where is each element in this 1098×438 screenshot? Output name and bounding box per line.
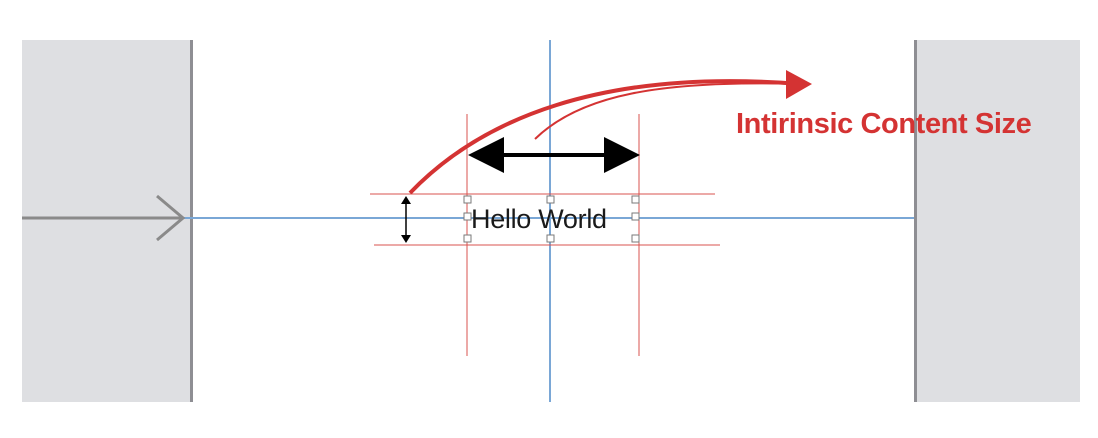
curve-arrow-inner	[534, 82, 801, 140]
hello-world-label[interactable]: Hello World	[471, 204, 607, 234]
curve-arrow-outer	[408, 79, 801, 195]
intrinsic-size-caption: Intirinsic Content Size	[736, 108, 1032, 140]
right-superview-panel	[914, 40, 1080, 402]
height-arrow-icon	[401, 196, 411, 243]
chevron-right-icon	[22, 194, 186, 242]
width-arrow-icon	[468, 137, 640, 173]
curve-arrow-head-icon	[786, 70, 812, 99]
left-superview-panel	[22, 40, 193, 402]
square-handle-icon	[463, 195, 640, 243]
